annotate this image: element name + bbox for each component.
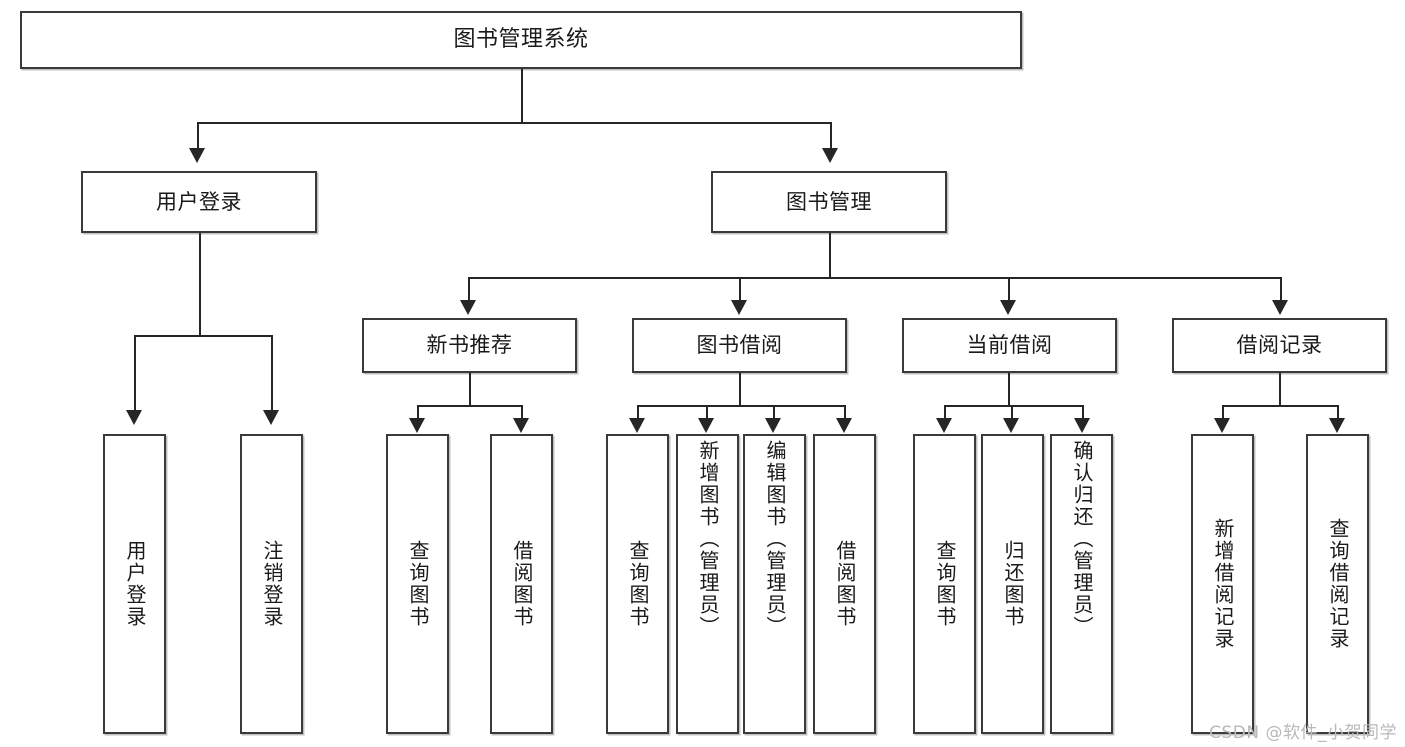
connector-recommend-bus — [417, 405, 521, 407]
connector-user-login-drop-2 — [271, 335, 273, 411]
leaf-current-return-book[interactable]: 归还图书 — [981, 434, 1044, 734]
arrowhead-book-borrow — [731, 300, 747, 315]
arrowhead-leaf-logout — [263, 410, 279, 425]
leaf-record-add-record[interactable]: 新增借阅记录 — [1191, 434, 1254, 734]
leaf-current-confirm-return-admin[interactable]: 确认归还（管理员） — [1050, 434, 1113, 734]
arrowhead-borrow-record — [1272, 300, 1288, 315]
leaf-record-query-record[interactable]: 查询借阅记录 — [1306, 434, 1369, 734]
node-label: 用户登录 — [156, 189, 242, 214]
connector-record-bus — [1222, 405, 1337, 407]
node-label: 图书管理 — [786, 189, 872, 214]
leaf-logout[interactable]: 注销登录 — [240, 434, 303, 734]
arrowhead-new-book-recommend — [460, 300, 476, 315]
arrowhead-record-leaf-1 — [1214, 418, 1230, 433]
connector-recommend-stem — [469, 373, 471, 406]
arrowhead-current-leaf-1 — [936, 418, 952, 433]
arrowhead-borrow-leaf-4 — [836, 418, 852, 433]
connector-record-drop-2 — [1337, 405, 1339, 419]
connector-current-drop-1 — [944, 405, 946, 419]
connector-root-stem — [521, 69, 523, 123]
connector-to-book-mgmt — [830, 122, 832, 149]
node-label: 借阅图书 — [833, 540, 857, 628]
connector-recommend-drop-1 — [417, 405, 419, 419]
connector-book-mgmt-bus — [468, 277, 1280, 279]
connector-current-drop-3 — [1082, 405, 1084, 419]
arrowhead-current-leaf-2 — [1003, 418, 1019, 433]
connector-user-login-drop-1 — [134, 335, 136, 411]
node-label: 当前借阅 — [966, 333, 1053, 358]
connector-book-mgmt-drop-1 — [468, 277, 470, 301]
node-label: 确认归还（管理员） — [1070, 440, 1094, 638]
arrowhead-book-mgmt — [822, 148, 838, 163]
connector-borrow-drop-1 — [637, 405, 639, 419]
connector-borrow-drop-4 — [844, 405, 846, 419]
node-root-system[interactable]: 图书管理系统 — [20, 11, 1022, 69]
connector-book-mgmt-drop-2 — [739, 277, 741, 301]
connector-borrow-drop-2 — [706, 405, 708, 419]
connector-root-bus — [197, 122, 831, 124]
connector-borrow-drop-3 — [773, 405, 775, 419]
node-label: 新增图书（管理员） — [696, 440, 720, 638]
arrowhead-current-borrow — [1000, 300, 1016, 315]
leaf-borrow-query-book[interactable]: 查询图书 — [606, 434, 669, 734]
node-label: 编辑图书（管理员） — [763, 440, 787, 638]
arrowhead-recommend-leaf-1 — [409, 418, 425, 433]
connector-record-drop-1 — [1222, 405, 1224, 419]
arrowhead-user-login — [189, 148, 205, 163]
node-label: 借阅记录 — [1236, 333, 1323, 358]
node-label: 查询图书 — [406, 540, 430, 628]
connector-borrow-bus — [637, 405, 844, 407]
connector-current-bus — [944, 405, 1082, 407]
connector-book-mgmt-drop-4 — [1280, 277, 1282, 301]
node-label: 查询图书 — [933, 540, 957, 628]
leaf-borrow-borrow-book[interactable]: 借阅图书 — [813, 434, 876, 734]
node-label: 查询借阅记录 — [1326, 518, 1350, 650]
watermark-text: CSDN @软件_小贺同学 — [1209, 723, 1397, 743]
node-label: 归还图书 — [1001, 540, 1025, 628]
node-book-management[interactable]: 图书管理 — [711, 171, 947, 233]
leaf-borrow-add-book-admin[interactable]: 新增图书（管理员） — [676, 434, 739, 734]
node-label: 图书借阅 — [696, 333, 783, 358]
arrowhead-record-leaf-2 — [1329, 418, 1345, 433]
leaf-recommend-borrow-book[interactable]: 借阅图书 — [490, 434, 553, 734]
connector-current-drop-2 — [1011, 405, 1013, 419]
node-new-book-recommend[interactable]: 新书推荐 — [362, 318, 577, 373]
connector-recommend-drop-2 — [521, 405, 523, 419]
node-label: 注销登录 — [260, 540, 284, 628]
node-label: 用户登录 — [123, 540, 147, 628]
arrowhead-borrow-leaf-1 — [629, 418, 645, 433]
arrowhead-current-leaf-3 — [1074, 418, 1090, 433]
node-label: 图书管理系统 — [453, 27, 589, 53]
arrowhead-leaf-user-login — [126, 410, 142, 425]
node-book-borrow[interactable]: 图书借阅 — [632, 318, 847, 373]
connector-user-login-bus — [134, 335, 273, 337]
leaf-current-query-book[interactable]: 查询图书 — [913, 434, 976, 734]
arrowhead-borrow-leaf-2 — [698, 418, 714, 433]
node-label: 查询图书 — [626, 540, 650, 628]
connector-current-stem — [1008, 373, 1010, 406]
arrowhead-borrow-leaf-3 — [765, 418, 781, 433]
connector-book-mgmt-stem — [829, 233, 831, 278]
node-current-borrow[interactable]: 当前借阅 — [902, 318, 1117, 373]
node-label: 借阅图书 — [510, 540, 534, 628]
connector-book-mgmt-drop-3 — [1008, 277, 1010, 301]
connector-record-stem — [1279, 373, 1281, 406]
leaf-borrow-edit-book-admin[interactable]: 编辑图书（管理员） — [743, 434, 806, 734]
arrowhead-recommend-leaf-2 — [513, 418, 529, 433]
leaf-recommend-query-book[interactable]: 查询图书 — [386, 434, 449, 734]
connector-to-user-login — [197, 122, 199, 149]
node-label: 新增借阅记录 — [1211, 518, 1235, 650]
connector-user-login-stem — [199, 233, 201, 336]
connector-borrow-stem — [739, 373, 741, 406]
leaf-user-login[interactable]: 用户登录 — [103, 434, 166, 734]
node-user-login[interactable]: 用户登录 — [81, 171, 317, 233]
node-label: 新书推荐 — [426, 333, 513, 358]
node-borrow-record[interactable]: 借阅记录 — [1172, 318, 1387, 373]
